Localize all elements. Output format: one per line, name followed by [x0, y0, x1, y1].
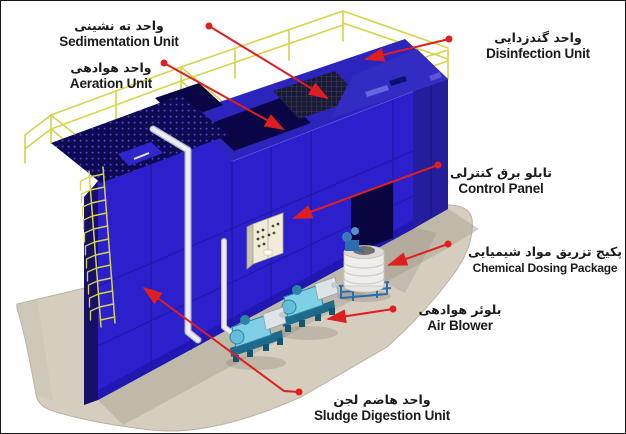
tank-bottom-skirt [98, 220, 413, 400]
left-deck [51, 95, 229, 183]
control-panel-indicators [256, 222, 280, 248]
aeration-opening [206, 97, 311, 151]
label-chemical-dosing-fa: پکیج تزریق مواد شیمیایی [468, 244, 622, 259]
label-disinfection-en: Disinfection Unit [486, 46, 590, 61]
chemical-tank [343, 245, 385, 293]
disinfection-hatch-light [365, 85, 389, 97]
leader-aeration [160, 59, 285, 130]
label-sludge-digestion-en: Sludge Digestion Unit [313, 408, 451, 423]
leader-control-panel [292, 161, 442, 219]
handrail-posts-back [234, 10, 344, 79]
leader-sludge-digestion [142, 286, 303, 396]
label-control-panel-fa: تابلو برق کنترلی [450, 165, 552, 180]
label-control-panel: تابلو برق کنترلی Control Panel [450, 164, 552, 197]
disinfection-hatch-small [429, 72, 442, 81]
label-aeration-en: Aeration Unit [69, 76, 153, 91]
disinfection-hatch-dark [389, 76, 407, 86]
ladder [79, 166, 116, 328]
label-chemical-dosing-en: Chemical Dosing Package [472, 261, 618, 275]
label-chemical-dosing: پکیج تزریق مواد شیمیایی Chemical Dosing … [468, 243, 622, 276]
label-sedimentation-fa: واحد ته نشینی [74, 18, 164, 33]
air-blower-right [278, 276, 339, 340]
pipes [149, 125, 235, 344]
label-air-blower: بلوئر هوادهی Air Blower [419, 301, 502, 334]
leader-sedimentation [205, 22, 329, 100]
leader-disinfection [364, 35, 453, 62]
label-sludge-digestion: واحد هاضم لجن Sludge Digestion Unit [314, 391, 450, 424]
handrail-back-long [180, 10, 449, 82]
left-deck-hatch [118, 142, 163, 166]
label-control-panel-en: Control Panel [458, 181, 544, 196]
leader-chemical-dosing [387, 240, 452, 266]
label-sedimentation-en: Sedimentation Unit [59, 34, 179, 49]
label-aeration-fa: واحد هوادهی [70, 60, 152, 75]
label-disinfection-fa: واحد گندزدایی [494, 30, 582, 45]
label-sludge-digestion-fa: واحد هاضم لجن [333, 392, 431, 407]
leader-lines [142, 22, 453, 396]
control-panel-box [246, 212, 284, 270]
label-disinfection: واحد گندزدایی Disinfection Unit [486, 29, 590, 62]
label-air-blower-en: Air Blower [427, 318, 493, 333]
label-air-blower-fa: بلوئر هوادهی [418, 302, 502, 317]
dosing-pump [342, 227, 365, 253]
left-deck-grating [51, 95, 229, 183]
disinfection-deck [331, 49, 448, 118]
label-sedimentation: واحد ته نشینی Sedimentation Unit [59, 17, 179, 50]
leader-air-blower [326, 305, 397, 324]
tank-alcove [351, 181, 393, 254]
chemical-dosing-package [337, 227, 392, 302]
label-aeration: واحد هوادهی Aeration Unit [70, 59, 152, 92]
